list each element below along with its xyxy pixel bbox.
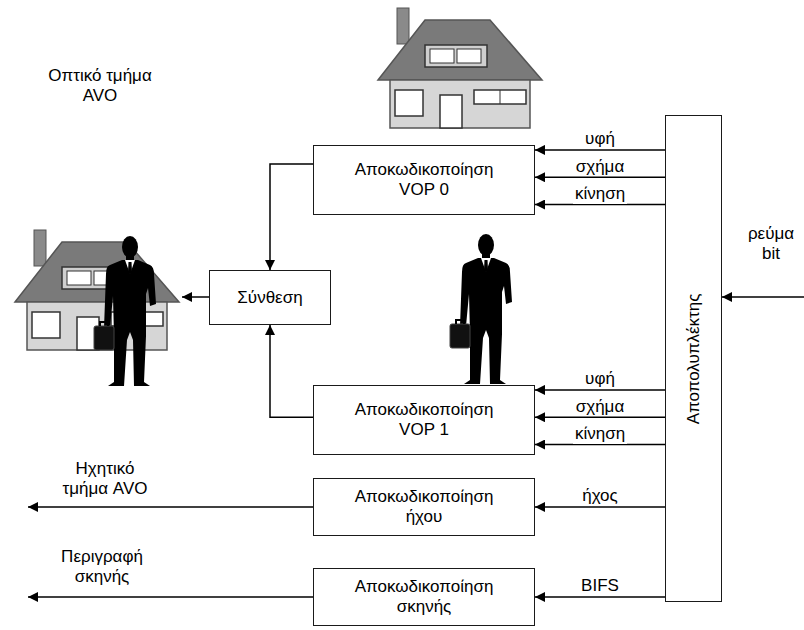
output-arrow <box>182 296 210 298</box>
decoder-box: Αποκωδικοποίηση σκηνής <box>313 568 535 626</box>
decoder-box: Αποκωδικοποίηση VOP 1 <box>313 385 535 455</box>
input-label: ρεύμα bit <box>742 224 800 263</box>
output-arrow <box>28 596 313 598</box>
demultiplexer-box: Αποπολυπλέκτης <box>665 115 722 602</box>
data-arrow <box>535 176 665 178</box>
stream-label: σχήμα <box>574 397 627 417</box>
data-arrow <box>535 149 665 151</box>
stream-label: υφή <box>583 369 617 389</box>
composition-box: Σύνθεση <box>209 270 331 325</box>
output-label: Οπτικό τμήμα AVO <box>35 66 165 105</box>
output-label: Περιγραφή σκηνής <box>50 547 154 586</box>
data-arrow <box>535 389 665 391</box>
decoder-box: Αποκωδικοποίηση VOP 0 <box>313 145 535 215</box>
stream-label: κίνηση <box>573 184 627 204</box>
data-arrow <box>535 596 665 598</box>
output-label: Ηχητικό τμήμα AVO <box>53 459 157 498</box>
output-arrow <box>28 506 313 508</box>
bitstream-arrow <box>722 296 804 298</box>
stream-label: σχήμα <box>574 157 627 177</box>
decoder-box: Αποκωδικοποίηση ήχου <box>313 478 535 536</box>
data-arrow <box>535 506 665 508</box>
man-picture <box>450 234 512 384</box>
data-arrow <box>535 416 665 418</box>
stream-label: υφή <box>583 129 617 149</box>
stream-label: ήχος <box>580 486 620 506</box>
data-arrow <box>535 444 665 446</box>
box-label: Αποκωδικοποίηση ήχου <box>344 487 504 526</box>
composed-man-picture <box>94 236 156 386</box>
box-label: Σύνθεση <box>215 288 325 308</box>
data-arrow <box>270 164 313 270</box>
stream-label: κίνηση <box>573 424 627 444</box>
box-label: Αποκωδικοποίηση VOP 0 <box>344 160 504 199</box>
box-label: Αποκωδικοποίηση VOP 1 <box>344 400 504 439</box>
data-arrow <box>270 325 313 417</box>
box-label: Αποκωδικοποίηση σκηνής <box>344 577 504 616</box>
data-arrow <box>535 204 665 206</box>
stream-label: BIFS <box>579 576 621 596</box>
house-picture <box>378 8 542 128</box>
box-label: Αποπολυπλέκτης <box>684 293 704 424</box>
